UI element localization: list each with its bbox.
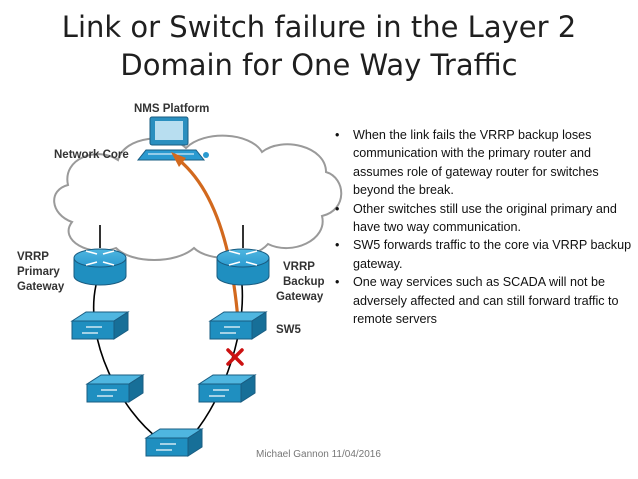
bullet-list: When the link fails the VRRP backup lose… [333, 126, 633, 328]
bullet-item-2: Other switches still use the original pr… [333, 200, 633, 237]
terminal-icon [136, 116, 209, 161]
primary-gateway-label-3: Gateway [17, 281, 65, 293]
link-backup-to-bottom [187, 284, 244, 441]
failure-x-icon [226, 348, 244, 366]
primary-gateway-label-2: Primary [17, 266, 60, 278]
backup-gateway-label-3: Gateway [276, 291, 324, 303]
nms-platform-label: NMS Platform [134, 103, 209, 115]
switch-left-1-icon [70, 311, 130, 340]
network-links [92, 225, 244, 441]
slide-title: Link or Switch failure in the Layer 2 Do… [0, 8, 638, 84]
switch-bottom-icon [144, 428, 204, 457]
traffic-arrow-icon [171, 152, 240, 321]
title-line-2: Domain for One Way Traffic [120, 48, 518, 82]
switch-left-2-icon [85, 374, 145, 403]
primary-gateway-label-1: VRRP [17, 251, 49, 263]
switch-sw5-icon [208, 311, 268, 340]
backup-gateway-label-1: VRRP [283, 261, 315, 273]
bullet-item-4: One way services such as SCADA will not … [333, 273, 633, 328]
network-core-label: Network Core [54, 149, 129, 161]
sw5-label: SW5 [276, 324, 302, 336]
title-line-1: Link or Switch failure in the Layer 2 [61, 10, 577, 44]
link-primary-to-bottom [92, 284, 161, 441]
backup-router-icon [216, 248, 270, 286]
primary-router-icon [73, 248, 127, 286]
backup-gateway-label-2: Backup [283, 276, 325, 288]
bullet-item-1: When the link fails the VRRP backup lose… [333, 126, 633, 200]
switch-right-2-icon [197, 374, 257, 403]
footer-text: Michael Gannon 11/04/2016 [256, 449, 381, 460]
bullet-item-3: SW5 forwards traffic to the core via VRR… [333, 236, 633, 273]
